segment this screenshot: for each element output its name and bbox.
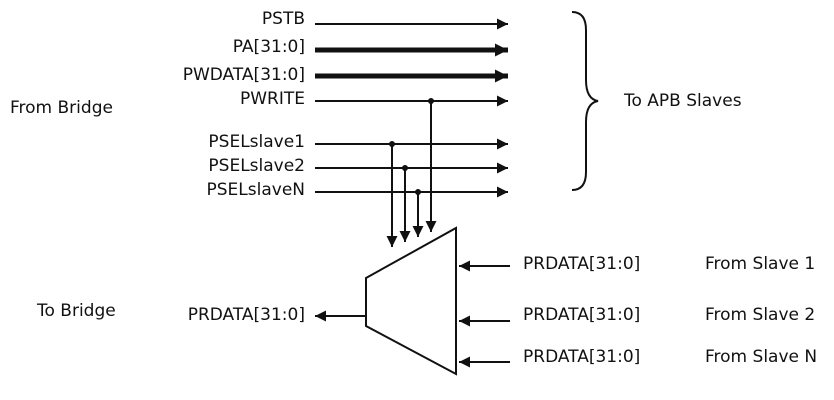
slaven-source-label: From Slave N xyxy=(705,347,817,367)
right-curly-brace-icon xyxy=(571,11,599,191)
slave1-source-label: From Slave 1 xyxy=(705,254,815,274)
pselslaven-label: PSELslaveN xyxy=(207,180,306,200)
pselslave2-label: PSELslave2 xyxy=(208,156,305,176)
to-apb-slaves-label: To APB Slaves xyxy=(623,91,742,111)
pa-label: PA[31:0] xyxy=(233,37,305,57)
from-bridge-label: From Bridge xyxy=(10,98,113,118)
mux-output-label: PRDATA[31:0] xyxy=(188,305,305,325)
slave1-signal-label: PRDATA[31:0] xyxy=(523,254,640,274)
slaven-signal-label: PRDATA[31:0] xyxy=(523,347,640,367)
multiplexer-icon xyxy=(365,226,457,376)
pselslave1-label: PSELslave1 xyxy=(208,132,305,152)
to-bridge-label: To Bridge xyxy=(36,301,116,321)
slave2-source-label: From Slave 2 xyxy=(705,305,815,325)
pwdata-label: PWDATA[31:0] xyxy=(183,65,305,85)
pwrite-label: PWRITE xyxy=(240,89,305,109)
pstb-label: PSTB xyxy=(262,9,305,29)
slave2-signal-label: PRDATA[31:0] xyxy=(523,305,640,325)
